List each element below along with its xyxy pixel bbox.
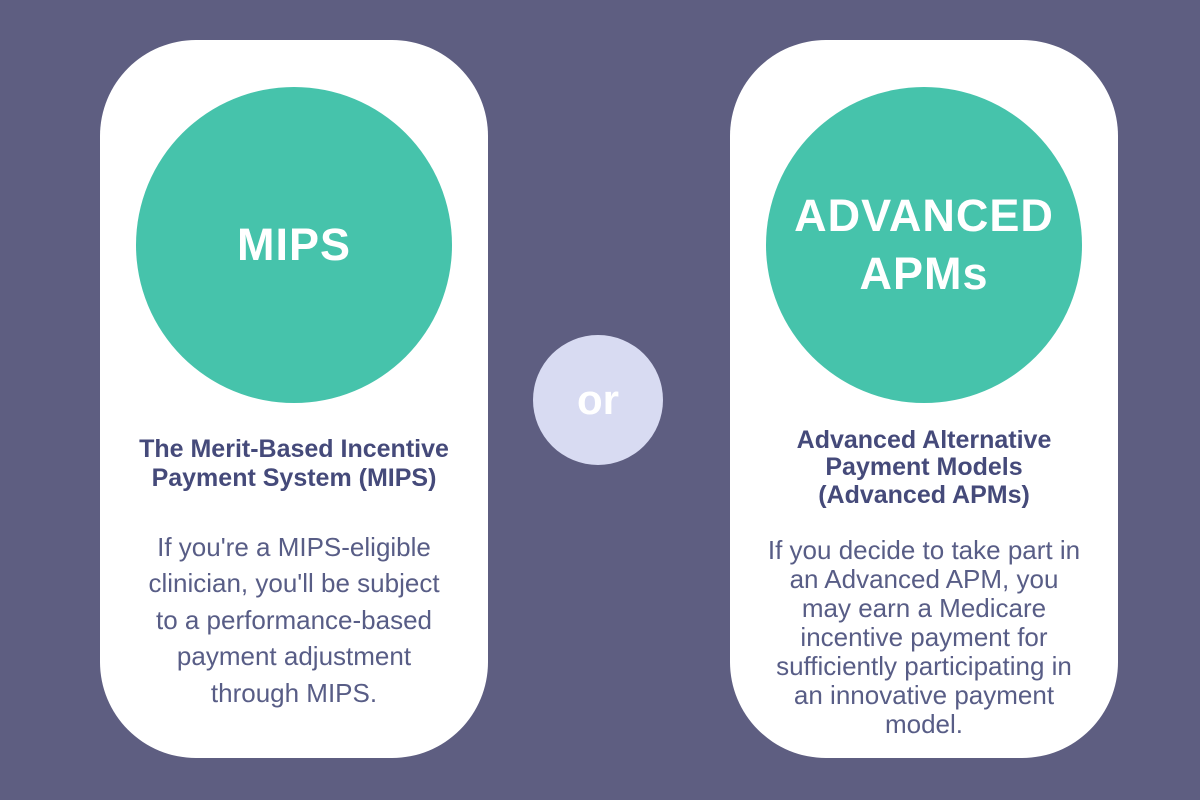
- advanced-apms-description-line: model.: [884, 709, 964, 740]
- mips-heading-line: The Merit-Based Incentive: [139, 435, 449, 463]
- advanced-apms-heading-line: Advanced Alternative: [796, 426, 1052, 454]
- mips-description-line: If you're a MIPS-eligible: [157, 532, 431, 562]
- advanced-apms-description: If you decide to take part in an Advance…: [767, 534, 1081, 740]
- mips-description-line: to a performance-based: [155, 604, 433, 635]
- or-badge: or: [533, 335, 663, 465]
- mips-circle: MIPS: [136, 87, 452, 403]
- mips-circle-label: MIPS: [237, 216, 351, 274]
- advanced-apms-circle-line: ADVANCED: [794, 190, 1054, 242]
- advanced-apms-description-line: incentive payment for: [800, 622, 1048, 653]
- mips-circle-line: MIPS: [236, 219, 352, 271]
- mips-heading-line: Payment System (MIPS): [151, 464, 437, 492]
- advanced-apms-circle-label: ADVANCED APMs: [794, 187, 1054, 302]
- mips-description-line: payment adjustment: [176, 641, 412, 672]
- advanced-apms-heading-line: Payment Models: [825, 453, 1023, 482]
- advanced-apms-circle: ADVANCED APMs: [766, 87, 1082, 403]
- advanced-apms-heading: Advanced Alternative Payment Models (Adv…: [796, 426, 1052, 509]
- mips-description-line: clinician, you'll be subject: [148, 568, 440, 599]
- advanced-apms-description-line: an Advanced APM, you: [789, 563, 1059, 594]
- mips-description-line: through MIPS.: [210, 677, 378, 708]
- advanced-apms-description-line: If you decide to take part in: [767, 534, 1081, 565]
- or-badge-label: or: [577, 376, 619, 423]
- advanced-apms-description-line: may earn a Medicare: [801, 592, 1047, 623]
- advanced-apms-card: ADVANCED APMs Advanced Alternative Payme…: [730, 40, 1118, 758]
- advanced-apms-heading-line: (Advanced APMs): [818, 480, 1030, 509]
- advanced-apms-description-line: an innovative payment: [793, 680, 1055, 711]
- advanced-apms-circle-line: APMs: [859, 248, 989, 299]
- mips-description: If you're a MIPS-eligible clinician, you…: [148, 529, 439, 711]
- advanced-apms-description-line: sufficiently participating in: [776, 651, 1072, 682]
- mips-heading: The Merit-Based Incentive Payment System…: [139, 435, 449, 493]
- mips-card: MIPS The Merit-Based Incentive Payment S…: [100, 40, 488, 758]
